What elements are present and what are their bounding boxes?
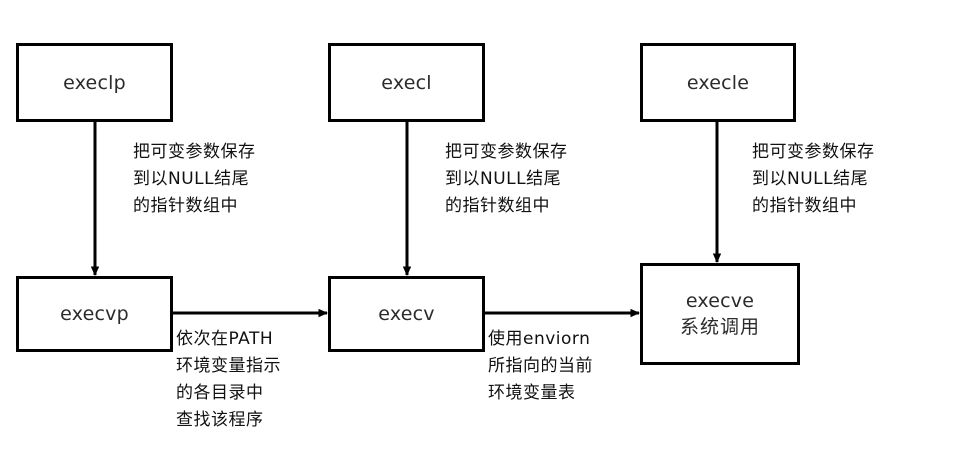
node-execv-label: execv (378, 303, 435, 325)
node-execlp-label: execlp (63, 71, 126, 94)
node-execve[interactable]: execve 系统调用 (640, 263, 800, 365)
edge-label-line: 的指针数组中 (133, 196, 238, 216)
edge-label-line: 的各目录中 (176, 383, 264, 403)
node-execle[interactable]: execle (640, 43, 796, 122)
edge-label-execl-execv: 把可变参数保存 到以NULL结尾 的指针数组中 (445, 139, 568, 220)
node-execvp[interactable]: execvp (16, 276, 173, 352)
edge-label-line: 环境变量表 (488, 383, 576, 403)
node-execve-label: execve (685, 290, 755, 312)
edge-label-line: 把可变参数保存 (133, 142, 256, 162)
edge-label-line: 查找该程序 (176, 410, 264, 430)
node-execl-label: execl (381, 71, 432, 94)
edge-label-execv-execve: 使用enviorn 所指向的当前 环境变量表 (488, 326, 593, 407)
edge-label-line: 到以NULL结尾 (445, 169, 562, 189)
node-execve-sublabel: 系统调用 (679, 316, 760, 338)
edge-label-line: 所指向的当前 (488, 356, 593, 376)
node-execv[interactable]: execv (328, 276, 485, 352)
edge-label-line: 把可变参数保存 (445, 142, 568, 162)
edge-label-execle-execve: 把可变参数保存 到以NULL结尾 的指针数组中 (752, 139, 875, 220)
node-execle-label: execle (686, 71, 750, 94)
edge-label-line: 依次在PATH (176, 329, 274, 349)
edge-label-line: 的指针数组中 (445, 196, 550, 216)
edge-label-execlp-execvp: 把可变参数保存 到以NULL结尾 的指针数组中 (133, 139, 256, 220)
edge-label-line: 的指针数组中 (752, 196, 857, 216)
edge-label-line: 到以NULL结尾 (752, 169, 869, 189)
node-execl[interactable]: execl (328, 43, 485, 122)
edge-label-line: 把可变参数保存 (752, 142, 875, 162)
edge-label-line: 使用enviorn (488, 329, 591, 349)
edge-label-line: 环境变量指示 (176, 356, 281, 376)
edge-label-line: 到以NULL结尾 (133, 169, 250, 189)
edge-label-execvp-execv: 依次在PATH 环境变量指示 的各目录中 查找该程序 (176, 326, 281, 434)
node-execlp[interactable]: execlp (16, 43, 173, 122)
node-execvp-label: execvp (60, 303, 129, 325)
